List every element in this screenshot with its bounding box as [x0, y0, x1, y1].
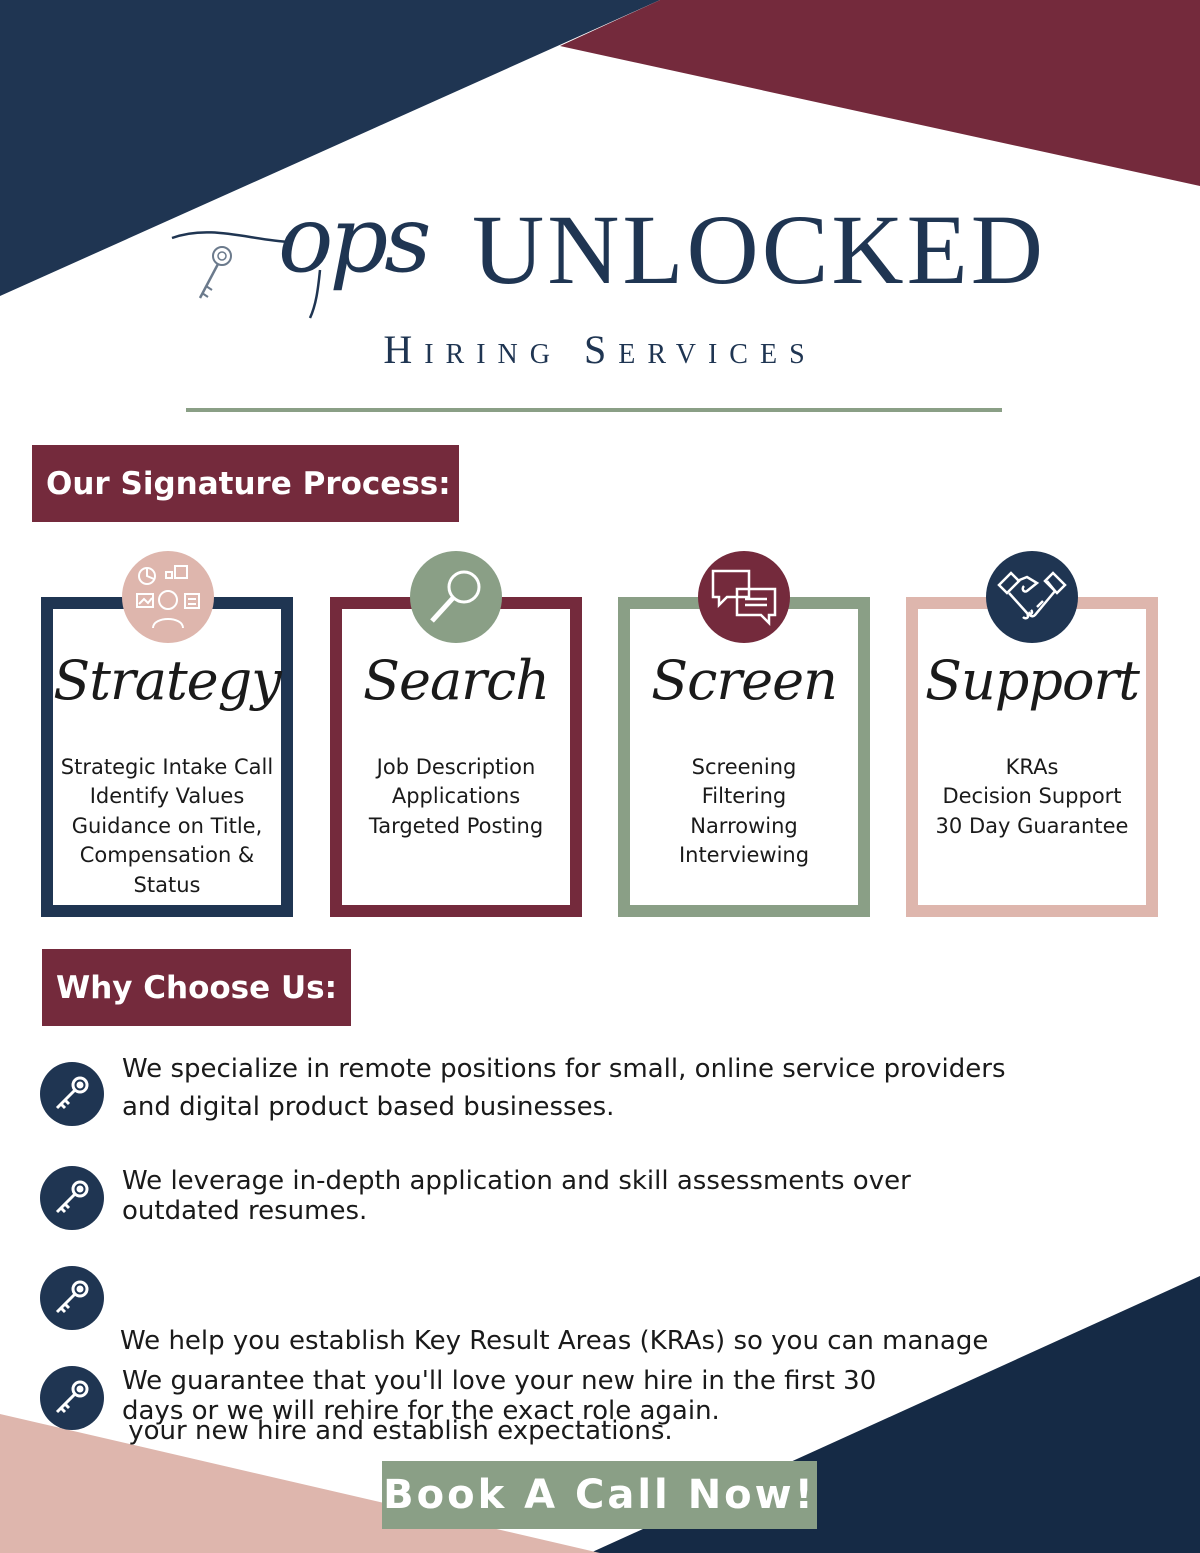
key-badge	[40, 1166, 104, 1230]
bullet-line: We leverage in-depth application and ski…	[122, 1166, 911, 1196]
card-item: Guidance on Title,	[71, 813, 263, 838]
bg-navy-top-left	[0, 0, 660, 296]
bullet-line: outdated resumes.	[122, 1196, 368, 1226]
card-item: Applications	[391, 784, 521, 809]
card-item: KRAs	[1005, 755, 1059, 779]
search-badge	[410, 551, 502, 643]
card-items: Strategic Intake Call Identify Values Gu…	[53, 753, 281, 900]
process-card-support: Support KRAs Decision Support 30 Day Gua…	[906, 597, 1158, 917]
card-title: Screen	[651, 649, 838, 712]
card-title: Search	[363, 649, 550, 712]
magnifier-icon	[430, 570, 481, 623]
logo-wordmark: UNLOCKED	[472, 194, 1046, 305]
process-card-search: Search Job Description Applications Targ…	[330, 597, 582, 917]
bullet-line: We specialize in remote positions for sm…	[122, 1054, 1006, 1084]
card-item: Job Description	[376, 755, 536, 779]
card-item: Filtering	[701, 784, 787, 809]
process-card-screen: Screen Screening Filtering Narrowing Int…	[618, 597, 870, 917]
card-items: KRAs Decision Support 30 Day Guarantee	[918, 753, 1146, 841]
book-call-button[interactable]: Book A Call Now!	[382, 1461, 817, 1529]
card-title: Support	[925, 649, 1140, 712]
chat-bubbles-icon	[711, 569, 777, 627]
card-item: Decision Support	[942, 784, 1122, 809]
card-item: Identify Values	[89, 784, 245, 809]
bullet-line: We guarantee that you'll love your new h…	[122, 1366, 877, 1396]
why-heading: Why Choose Us:	[42, 949, 351, 1026]
logo-key-icon	[171, 231, 322, 319]
why-heading-text: Why Choose Us:	[56, 969, 337, 1006]
bullet-text: We leverage in-depth application and ski…	[122, 1166, 1082, 1226]
bg-maroon-top-right	[560, 0, 1200, 186]
key-icon	[55, 1076, 89, 1110]
card-item: Targeted Posting	[368, 813, 544, 838]
card-item: 30 Day Guarantee	[935, 813, 1129, 838]
logo: ops UNLOCKED Hiring Services	[0, 0, 1200, 430]
card-item: Strategic Intake Call	[60, 755, 274, 779]
key-badge	[40, 1366, 104, 1430]
card-item: Narrowing	[690, 813, 798, 838]
key-badge	[40, 1062, 104, 1126]
bullet-text: We specialize in remote positions for sm…	[122, 1050, 1082, 1126]
bullet-line: and digital product based businesses.	[122, 1092, 615, 1122]
bullet-line: We help you establish Key Result Areas (…	[120, 1326, 989, 1356]
strategy-icon	[136, 565, 200, 629]
card-item: Interviewing	[678, 843, 810, 868]
card-items: Job Description Applications Targeted Po…	[342, 753, 570, 841]
handshake-icon	[997, 571, 1067, 620]
strategy-badge	[122, 551, 214, 643]
process-card-strategy: Strategy Strategic Intake Call Identify …	[41, 597, 293, 917]
logo-script-text: ops	[278, 186, 431, 293]
card-items: Screening Filtering Narrowing Interviewi…	[630, 753, 858, 871]
bullet-line: your new hire and establish expectations…	[120, 1416, 673, 1446]
process-heading: Our Signature Process:	[32, 445, 459, 522]
screen-badge	[698, 551, 790, 643]
card-item: Status	[133, 872, 201, 897]
key-icon	[55, 1280, 89, 1314]
bullet-line: days or we will rehire for the exact rol…	[122, 1396, 720, 1426]
logo-script: ops	[170, 180, 470, 320]
logo-subtitle: Hiring Services	[383, 327, 817, 372]
process-heading-text: Our Signature Process:	[46, 465, 451, 502]
support-badge	[986, 551, 1078, 643]
logo-divider	[186, 408, 1002, 412]
bullet-text: We help you establish Key Result Areas (…	[120, 1266, 1080, 1506]
card-title: Strategy	[53, 649, 281, 712]
key-icon	[55, 1380, 89, 1414]
key-icon	[55, 1180, 89, 1214]
bullet-text: We guarantee that you'll love your new h…	[122, 1366, 1082, 1426]
key-badge	[40, 1266, 104, 1330]
card-item: Screening	[691, 755, 797, 779]
card-item: Compensation &	[79, 843, 255, 868]
